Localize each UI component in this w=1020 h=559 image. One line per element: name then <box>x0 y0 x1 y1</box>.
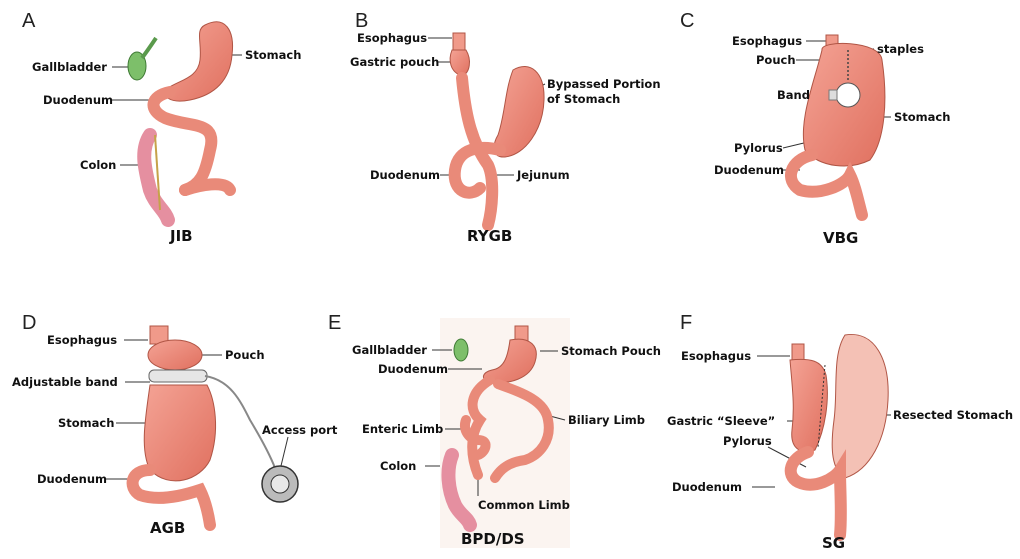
label-duodenum-f: Duodenum <box>672 481 742 494</box>
label-common-limb-e: Common Limb <box>478 499 570 512</box>
sg-duodenum-shape <box>791 452 841 535</box>
stomach-shape <box>165 22 232 101</box>
label-staples-c: staples <box>877 43 924 56</box>
panel-letter-b: B <box>355 10 368 33</box>
panel-letter-a: A <box>22 10 35 33</box>
resected-stomach-shape <box>832 334 888 478</box>
label-pylorus-f: Pylorus <box>723 435 772 448</box>
bypassed-stomach-shape <box>494 67 544 158</box>
label-duodenum-a: Duodenum <box>43 94 113 107</box>
label-duodenum-b: Duodenum <box>370 169 440 182</box>
label-duodenum-e: Duodenum <box>378 363 448 376</box>
label-stomach-a: Stomach <box>245 49 301 62</box>
label-pouch-d: Pouch <box>225 349 265 362</box>
label-gastric-pouch-b: Gastric pouch <box>350 56 439 69</box>
panel-title-e: BPD/DS <box>461 530 525 548</box>
label-stomach-pouch-e: Stomach Pouch <box>561 345 661 358</box>
label-esophagus-f: Esophagus <box>681 350 751 363</box>
label-gastric-sleeve-f: Gastric “Sleeve” <box>667 415 775 428</box>
agb-stomach-shape <box>144 385 215 481</box>
label-esophagus-b: Esophagus <box>357 32 427 45</box>
panel-c-drawing <box>791 35 885 215</box>
label-duodenum-d: Duodenum <box>37 473 107 486</box>
panel-title-a: JIB <box>170 227 193 245</box>
label-adjustable-band-d: Adjustable band <box>12 376 118 389</box>
label-access-port-d: Access port <box>262 424 337 437</box>
panel-title-d: AGB <box>150 519 185 537</box>
panel-title-f: SG <box>822 534 845 552</box>
label-stomach-c: Stomach <box>894 111 950 124</box>
panel-a-drawing <box>128 22 233 220</box>
label-resected-stomach-f: Resected Stomach <box>893 409 1013 422</box>
label-stomach-d: Stomach <box>58 417 114 430</box>
band-shape <box>829 90 837 100</box>
panel-title-c: VBG <box>823 229 858 247</box>
panel-b-drawing <box>450 33 544 225</box>
panel-title-b: RYGB <box>467 227 512 245</box>
label-bypassed-2-b: of Stomach <box>547 93 620 106</box>
panel-f-drawing <box>790 334 888 535</box>
label-pylorus-c: Pylorus <box>734 142 783 155</box>
label-esophagus-d: Esophagus <box>47 334 117 347</box>
label-jejunum-b: Jejunum <box>517 169 570 182</box>
panel-letter-f: F <box>680 312 692 335</box>
label-gallbladder-a: Gallbladder <box>32 61 107 74</box>
gastric-pouch-shape <box>450 50 469 76</box>
label-colon-a: Colon <box>80 159 116 172</box>
label-duodenum-c: Duodenum <box>714 164 784 177</box>
label-gallbladder-e: Gallbladder <box>352 344 427 357</box>
panel-letter-e: E <box>328 312 341 335</box>
label-biliary-limb-e: Biliary Limb <box>568 414 645 427</box>
panel-letter-d: D <box>22 312 36 335</box>
label-enteric-limb-e: Enteric Limb <box>362 423 443 436</box>
label-bypassed-1-b: Bypassed Portion <box>547 78 661 91</box>
band-window <box>836 83 860 107</box>
panel-letter-c: C <box>680 10 694 33</box>
label-esophagus-c: Esophagus <box>732 35 802 48</box>
label-band-c: Band <box>777 89 810 102</box>
label-colon-e: Colon <box>380 460 416 473</box>
adjustable-band-shape <box>149 370 207 382</box>
panel-e-drawing <box>448 326 548 525</box>
duodenum-shape <box>154 92 212 190</box>
label-pouch-c: Pouch <box>756 54 796 67</box>
agb-pouch-shape <box>148 340 202 370</box>
